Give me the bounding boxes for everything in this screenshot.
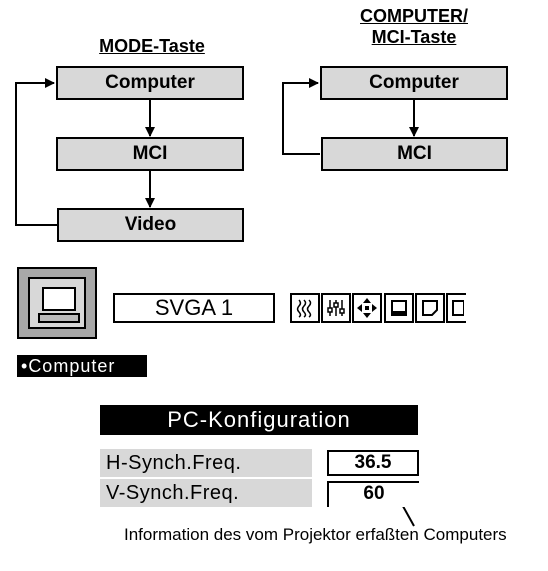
computer-icon (28, 277, 86, 329)
source-label-text: Computer (28, 356, 116, 376)
page-icon[interactable] (415, 293, 445, 323)
pc-config-title: PC-Konfiguration (100, 405, 418, 435)
mode-box-video: Video (57, 208, 244, 242)
move-icon[interactable] (352, 293, 382, 323)
mode-box-computer: Computer (56, 66, 244, 100)
computer-box-mci: MCI (321, 137, 508, 171)
v-synch-value: 60 (327, 481, 419, 507)
sound-adjust-icon[interactable] (321, 293, 351, 323)
h-synch-value: 36.5 (327, 450, 419, 476)
computer-box-computer: Computer (320, 66, 508, 100)
h-synch-label: H-Synch.Freq. (100, 449, 312, 477)
computer-diagram-title: COMPUTER/ MCI-Taste (330, 6, 498, 48)
screen-icon[interactable] (384, 293, 414, 323)
mode-display: SVGA 1 (113, 293, 275, 323)
loop-video-to-computer (15, 78, 57, 226)
more-icon[interactable] (446, 293, 466, 323)
computer-diagram-title-line1: COMPUTER/ (360, 6, 468, 26)
mode-box-mci: MCI (56, 137, 244, 171)
image-adjust-icon[interactable] (290, 293, 320, 323)
v-synch-label: V-Synch.Freq. (100, 479, 312, 507)
computer-diagram-title-line2: MCI-Taste (371, 27, 457, 47)
info-note: Information des vom Projektor erfaßten C… (124, 525, 507, 544)
mode-diagram-title: MODE-Taste (99, 36, 205, 56)
computer-source-button[interactable] (17, 267, 97, 339)
source-label: •Computer (17, 355, 147, 377)
loop-mci-to-computer (282, 78, 320, 155)
